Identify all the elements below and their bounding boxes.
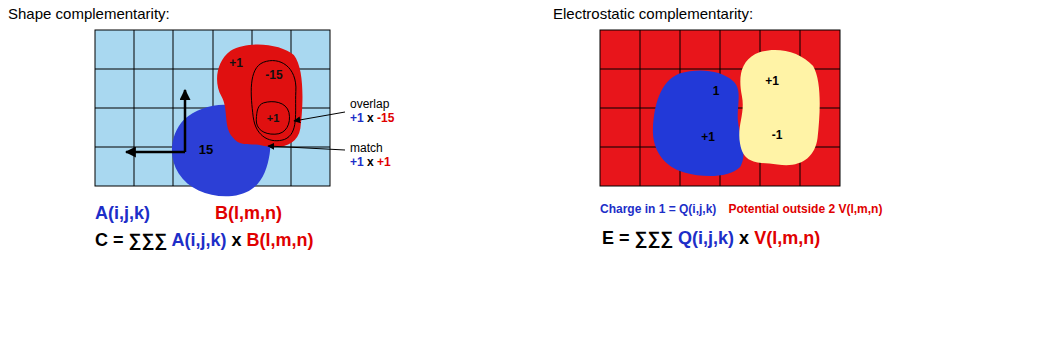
region-value: +1	[229, 57, 243, 70]
callout-value: +1 x +1	[350, 156, 391, 169]
text-part: V(l,m,n)	[754, 228, 820, 248]
text-part	[734, 228, 739, 248]
text-part	[226, 230, 231, 250]
text-part	[241, 230, 246, 250]
charge-blob: 1 +1	[650, 68, 748, 178]
leader-arrow	[294, 112, 345, 121]
text-part	[749, 228, 754, 248]
potential-blob-outline	[733, 48, 822, 168]
charge-blob-outline	[650, 68, 748, 178]
text-part	[614, 228, 619, 248]
text-part: x	[231, 230, 241, 250]
panel-title: Electrostatic complementarity:	[553, 6, 753, 23]
text-part: ∑∑∑	[129, 230, 168, 250]
formula: C = ∑∑∑ A(i,j,k) x B(l,m,n)	[95, 231, 313, 251]
axis-arrow	[126, 151, 185, 154]
text-part	[167, 230, 171, 250]
potential-grid	[600, 30, 840, 186]
text-part: =	[619, 228, 630, 248]
text-part: B(l,m,n)	[246, 230, 313, 250]
text-part	[124, 230, 129, 250]
text-part: =	[113, 230, 124, 250]
region-value: 1	[713, 85, 720, 98]
grid-name: Charge in 1 = Q(i,j,k)	[600, 203, 716, 216]
potential-blob: +1 -1	[733, 48, 822, 168]
grid-name: A(i,j,k)	[95, 204, 150, 224]
interior-contour: -15 +1	[248, 58, 300, 142]
region-value: +1	[267, 112, 280, 124]
grid-panel	[600, 30, 840, 186]
region-value: 15	[199, 143, 213, 157]
text-part	[673, 228, 678, 248]
text-part: x	[367, 155, 374, 169]
grid-name: Potential outside 2 V(l,m,n)	[728, 203, 882, 216]
core-contour: +1	[254, 100, 292, 136]
receptor-blob: +1 -15 +1	[212, 42, 305, 150]
region-value: -1	[772, 129, 783, 142]
text-part: Q(i,j,k)	[678, 228, 734, 248]
text-part: E	[602, 228, 614, 248]
text-part: -15	[377, 111, 394, 125]
text-part: +1	[350, 155, 364, 169]
text-part	[630, 228, 635, 248]
text-part: x	[367, 111, 374, 125]
formula: E = ∑∑∑ Q(i,j,k) x V(l,m,n)	[602, 229, 820, 249]
callout-value: +1 x -15	[350, 112, 394, 125]
callout-label: match	[350, 142, 383, 155]
text-part: ∑∑∑	[635, 228, 674, 248]
region-value: +1	[765, 75, 779, 88]
interior-contour-fill	[251, 61, 296, 141]
text-part: C	[95, 230, 108, 250]
panel-title: Shape complementarity:	[8, 6, 170, 23]
text-part: A(i,j,k)	[171, 230, 226, 250]
text-part	[364, 111, 367, 125]
text-part: x	[739, 228, 749, 248]
text-part	[374, 155, 377, 169]
grid-name: B(l,m,n)	[215, 204, 282, 224]
text-part: +1	[350, 111, 364, 125]
callout-label: overlap	[350, 98, 389, 111]
text-part	[364, 155, 367, 169]
axis-arrow	[184, 90, 187, 152]
charge-blob-fill	[653, 71, 744, 177]
potential-blob-fill	[739, 50, 819, 165]
core-contour-fill	[256, 102, 289, 135]
text-part	[374, 111, 377, 125]
region-value: -15	[265, 69, 282, 82]
receptor-blob-fill	[217, 44, 302, 147]
leader-arrow	[268, 146, 345, 150]
text-part	[108, 230, 113, 250]
text-part: +1	[377, 155, 391, 169]
region-value: +1	[701, 131, 715, 144]
